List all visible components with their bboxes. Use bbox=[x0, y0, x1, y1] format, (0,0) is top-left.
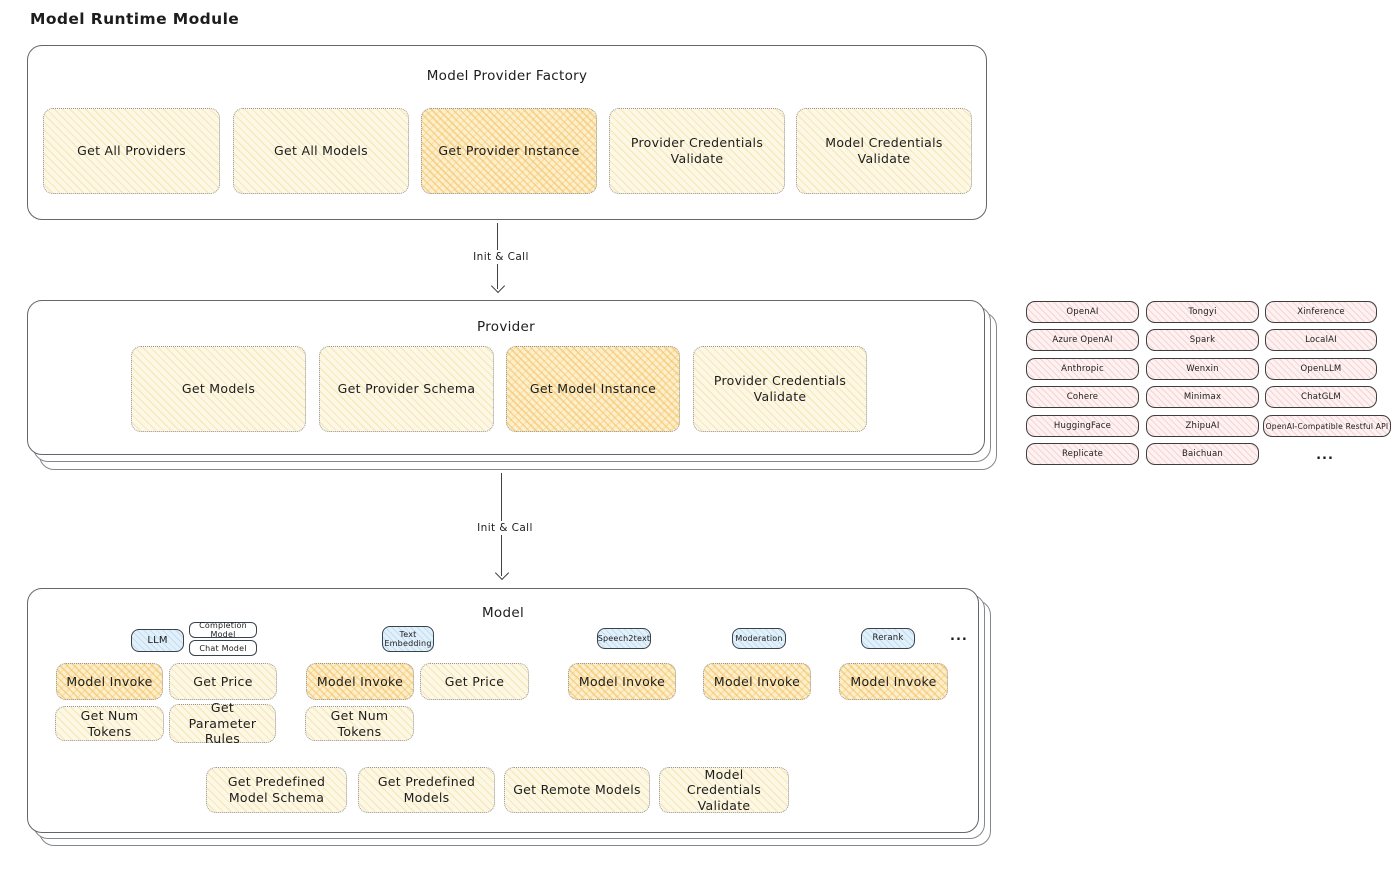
node-get-model-instance: Get Model Instance bbox=[506, 346, 680, 432]
chip-tongyi: Tongyi bbox=[1146, 301, 1259, 323]
provider-title: Provider bbox=[477, 319, 535, 335]
chip-openai: OpenAI bbox=[1026, 301, 1139, 323]
node-get-models: Get Models bbox=[131, 346, 306, 432]
node-get-all-models: Get All Models bbox=[233, 108, 409, 194]
badge-chat-model: Chat Model bbox=[189, 640, 257, 656]
node-get-price-embedding: Get Price bbox=[420, 663, 529, 700]
node-get-num-tokens-llm: Get Num Tokens bbox=[55, 706, 164, 741]
badge-text-embedding: Text Embedding bbox=[382, 626, 434, 652]
chip-xinference: Xinference bbox=[1265, 301, 1377, 323]
chip-minimax: Minimax bbox=[1146, 386, 1259, 408]
badge-rerank: Rerank bbox=[861, 628, 915, 649]
model-title: Model bbox=[481, 605, 525, 621]
node-get-predefined-model-schema: Get Predefined Model Schema bbox=[206, 767, 347, 813]
chip-openai-compatible-restful-api: OpenAI-Compatible Restful API bbox=[1263, 415, 1391, 437]
node-model-invoke-rerank: Model Invoke bbox=[839, 663, 948, 700]
arrow-label-init-call-1: Init & Call bbox=[462, 250, 540, 264]
node-get-predefined-models: Get Predefined Models bbox=[358, 767, 495, 813]
node-get-parameter-rules: Get Parameter Rules bbox=[169, 700, 276, 746]
arrowhead-down-icon-2 bbox=[494, 565, 510, 581]
factory-title: Model Provider Factory bbox=[426, 68, 588, 84]
chip-wenxin: Wenxin bbox=[1146, 358, 1259, 380]
node-model-invoke-moderation: Model Invoke bbox=[703, 663, 811, 700]
badge-more-ellipsis: ... bbox=[950, 629, 968, 644]
chip-replicate: Replicate bbox=[1026, 443, 1139, 465]
factory-box: Model Provider Factory Get All Providers… bbox=[27, 45, 987, 220]
node-model-invoke-speech2text: Model Invoke bbox=[568, 663, 676, 700]
arrowhead-down-icon bbox=[490, 278, 506, 294]
badge-moderation: Moderation bbox=[732, 628, 786, 649]
node-model-invoke-embedding: Model Invoke bbox=[306, 663, 414, 700]
arrow-label-init-call-2: Init & Call bbox=[466, 521, 544, 535]
node-provider-credentials-validate: Provider Credentials Validate bbox=[609, 108, 785, 194]
chip-cohere: Cohere bbox=[1026, 386, 1139, 408]
model-box: Model LLM Completion Model Chat Model Te… bbox=[27, 588, 979, 833]
node-model-credentials-validate-2: Model Credentials Validate bbox=[659, 767, 789, 813]
badge-speech2text: Speech2text bbox=[597, 628, 651, 649]
chip-baichuan: Baichuan bbox=[1146, 443, 1259, 465]
chip-more-ellipsis: ... bbox=[1316, 448, 1334, 463]
node-model-invoke-llm: Model Invoke bbox=[56, 663, 163, 700]
badge-llm: LLM bbox=[131, 629, 184, 652]
chip-localai: LocalAI bbox=[1265, 329, 1377, 351]
chip-openllm: OpenLLM bbox=[1265, 358, 1377, 380]
node-get-provider-instance: Get Provider Instance bbox=[421, 108, 597, 194]
chip-azure-openai: Azure OpenAI bbox=[1026, 329, 1139, 351]
chip-anthropic: Anthropic bbox=[1026, 358, 1139, 380]
chip-huggingface: HuggingFace bbox=[1026, 415, 1139, 437]
node-get-remote-models: Get Remote Models bbox=[504, 767, 650, 813]
node-get-all-providers: Get All Providers bbox=[43, 108, 220, 194]
chip-chatglm: ChatGLM bbox=[1265, 386, 1377, 408]
chip-zhipuai: ZhipuAI bbox=[1146, 415, 1259, 437]
node-get-num-tokens-embedding: Get Num Tokens bbox=[305, 706, 414, 741]
badge-completion-model: Completion Model bbox=[189, 621, 257, 639]
chip-spark: Spark bbox=[1146, 329, 1259, 351]
provider-box: Provider Get Models Get Provider Schema … bbox=[27, 300, 985, 455]
diagram-title: Model Runtime Module bbox=[30, 10, 240, 28]
node-get-price-llm: Get Price bbox=[169, 663, 277, 700]
node-provider-credentials-validate-2: Provider Credentials Validate bbox=[693, 346, 867, 432]
node-get-provider-schema: Get Provider Schema bbox=[319, 346, 494, 432]
node-model-credentials-validate: Model Credentials Validate bbox=[796, 108, 972, 194]
